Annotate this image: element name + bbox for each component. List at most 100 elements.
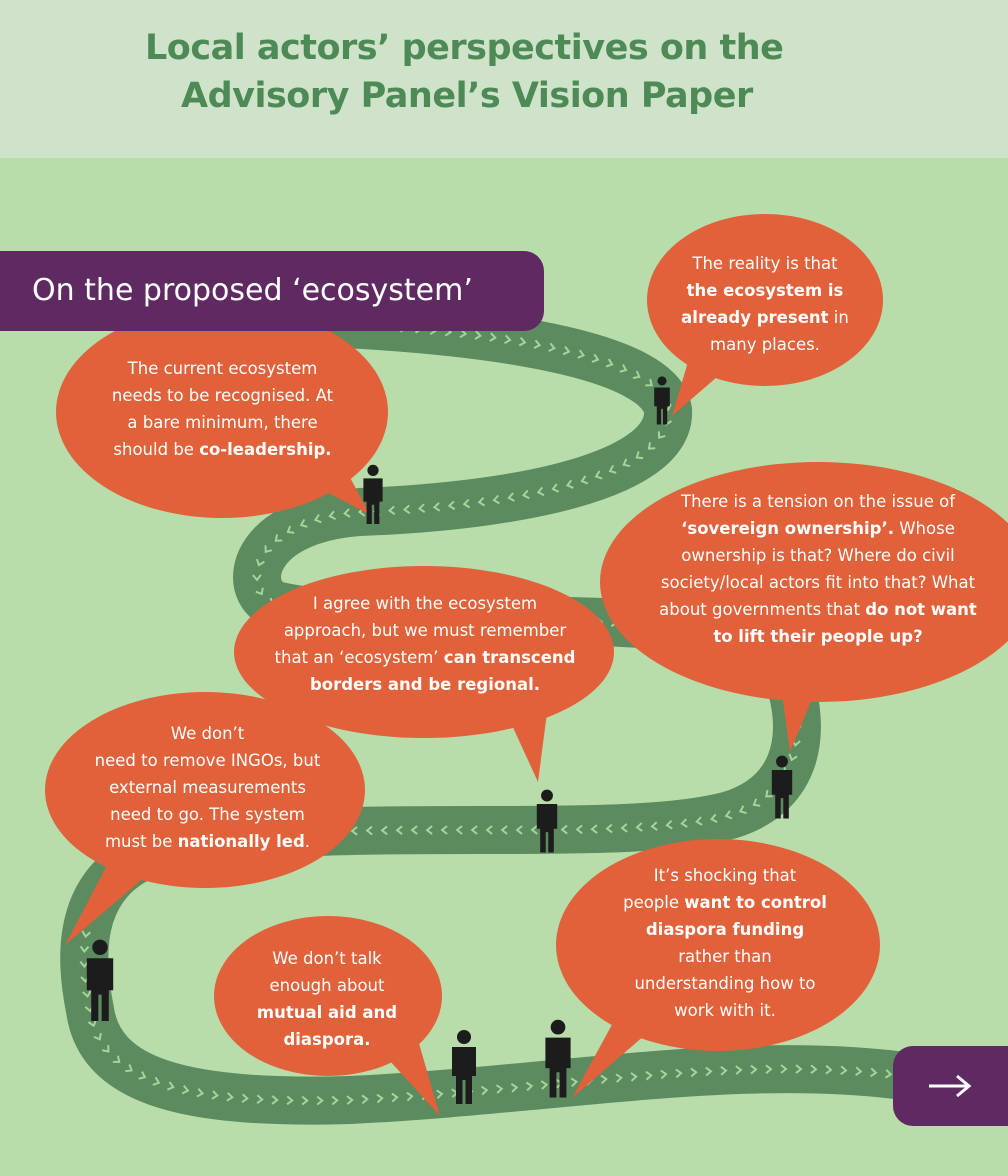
quote-text: work with it.	[674, 1001, 776, 1020]
quote-line: need to remove INGOs, but	[55, 747, 360, 774]
road-chevron	[780, 1064, 788, 1074]
quote-emphasis: can transcend	[443, 648, 576, 667]
road-chevron	[705, 1066, 713, 1077]
road-chevron	[591, 353, 600, 363]
quote-text: many places.	[710, 335, 820, 354]
road-chevron	[241, 1093, 249, 1103]
quote-text: There is a tension on the issue of	[681, 492, 955, 511]
quote-line: rather than	[575, 943, 875, 970]
quote-line: needs to be recognised. At	[65, 382, 380, 409]
road-chevron	[313, 514, 322, 524]
person-icon	[536, 789, 558, 853]
quote-line: people want to control	[575, 889, 875, 916]
road-chevron	[590, 824, 598, 834]
quote-text: It’s shocking that	[653, 866, 797, 885]
road-chevron	[406, 1091, 414, 1102]
quote-text: I agree with the ecosystem	[312, 594, 538, 613]
road-chevron	[286, 1095, 294, 1106]
road-chevron	[425, 825, 433, 835]
road-chevron	[361, 1094, 369, 1105]
quote-bubble-diaspora-funding	[556, 839, 880, 1098]
quote-bubble-current-ecosystem	[56, 306, 388, 518]
road-chevron	[410, 825, 418, 835]
quote-text: need to remove INGOs, but	[94, 751, 321, 770]
road-chevron	[738, 805, 747, 815]
quote-text: needs to be recognised. At	[111, 386, 334, 405]
quote-line: work with it.	[575, 997, 875, 1024]
quote-line: enough about	[232, 972, 422, 999]
quote-emphasis: mutual aid and	[256, 1003, 398, 1022]
road-chevron	[810, 1064, 818, 1075]
quote-text: must be	[104, 832, 178, 851]
road-chevron	[286, 525, 295, 534]
road-chevron	[350, 826, 358, 836]
road-chevron	[795, 1064, 803, 1074]
road-chevron	[417, 503, 426, 513]
quote-emphasis: to lift their people up?	[713, 627, 923, 646]
quote-text: that an ‘ecosystem’	[274, 648, 444, 667]
road-chevron	[101, 1045, 110, 1053]
next-button[interactable]	[893, 1046, 1008, 1126]
quote-bubble-sovereign-ownership	[600, 462, 1008, 752]
quote-sovereign-ownership: There is a tension on the issue of ‘sover…	[608, 488, 1008, 650]
quote-line: need to go. The system	[55, 801, 360, 828]
road-chevron	[605, 823, 613, 834]
right-arrow-icon	[929, 1074, 972, 1098]
quote-text: The reality is that	[692, 254, 838, 273]
quote-line: ownership is that? Where do civil	[608, 542, 1008, 569]
road-chevron	[577, 349, 586, 359]
road-chevron	[635, 451, 644, 460]
road-chevron	[605, 358, 614, 368]
road-chevron	[855, 1066, 863, 1076]
quote-text: need to go. The system	[110, 805, 305, 824]
road-chevron	[615, 1073, 623, 1083]
road-chevron	[436, 1089, 444, 1100]
road-chevron	[328, 510, 336, 521]
road-chevron	[343, 508, 351, 518]
quote-line: understanding how to	[575, 970, 875, 997]
road-chevron	[138, 1071, 147, 1080]
road-chevron	[462, 498, 471, 509]
road-chevron	[600, 1074, 608, 1085]
road-chevron	[299, 518, 308, 528]
road-chevron	[211, 1090, 219, 1100]
title-line-1: Local actors’ perspectives on the	[145, 28, 784, 68]
quote-line: We don’t talk	[232, 945, 422, 972]
quote-emphasis: already present	[681, 308, 829, 327]
road-chevron	[264, 545, 273, 554]
quote-line: There is a tension on the issue of	[608, 488, 1008, 515]
road-chevron	[365, 825, 373, 836]
road-chevron	[274, 534, 283, 542]
quote-text: .	[304, 832, 311, 851]
road-chevron	[485, 825, 493, 835]
quote-emphasis: co-leadership.	[199, 440, 332, 459]
quote-line: I agree with the ecosystem	[240, 590, 610, 617]
quote-bubble-ingos	[45, 692, 365, 945]
person-icon	[86, 939, 114, 1021]
road-chevron	[196, 1087, 205, 1098]
quote-line: diaspora funding	[575, 916, 875, 943]
road-chevron	[166, 1081, 175, 1091]
road-chevron	[525, 1081, 534, 1092]
road-chevron	[507, 492, 515, 502]
person-icon	[545, 1019, 571, 1098]
road-chevron	[788, 753, 798, 762]
quote-text: in	[828, 308, 849, 327]
road-chevron	[562, 345, 571, 356]
section-label-text: On the proposed ‘ecosystem’	[32, 273, 473, 308]
quote-line: should be co-leadership.	[65, 436, 380, 463]
quote-emphasis: borders and be regional.	[309, 675, 541, 694]
road-chevron	[432, 502, 441, 512]
quote-line: ‘sovereign ownership’. Whose	[608, 515, 1008, 542]
road-chevron	[724, 810, 733, 820]
road-chevron	[645, 1070, 653, 1081]
road-chevron	[630, 1072, 638, 1082]
road-chevron	[695, 816, 703, 826]
road-chevron	[548, 342, 556, 352]
road-chevron	[619, 363, 628, 373]
road-chevron	[690, 1067, 698, 1078]
road-chevron	[645, 378, 653, 387]
